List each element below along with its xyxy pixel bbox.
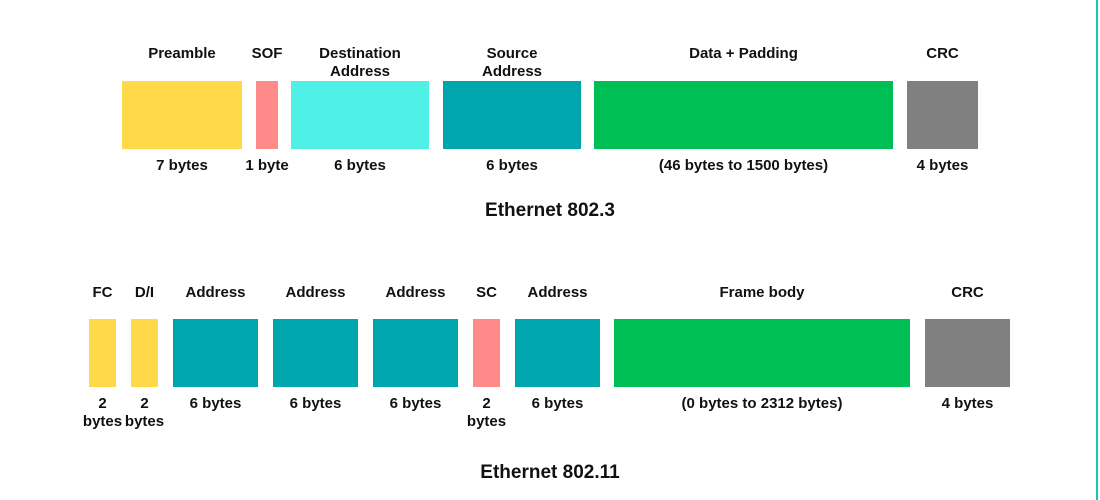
field-size-address-3: 6 bytes <box>189 395 242 412</box>
field-block-address-7 <box>515 319 600 387</box>
field-name-data-padding-5: Data + Padding <box>689 45 798 62</box>
field-block-address-5 <box>373 319 458 387</box>
ethernet-802-3-title: Ethernet 802.3 <box>485 200 615 221</box>
field-size-source-address-4: 6 bytes <box>486 157 538 174</box>
field-name-address-5: Address <box>385 284 446 301</box>
field-block-d-i-2 <box>131 319 158 387</box>
field-size-frame-body-8: (0 bytes to 2312 bytes) <box>681 395 843 412</box>
right-border-line <box>1096 0 1098 500</box>
field-size-sof-2: 1 byte <box>245 157 289 174</box>
field-block-source-address-4 <box>443 81 581 149</box>
field-name-address-4: Address <box>285 284 346 301</box>
field-name-source-address-4: Source Address <box>481 45 543 80</box>
field-block-sof-2 <box>256 81 278 149</box>
ethernet-802-11-title: Ethernet 802.11 <box>480 462 620 483</box>
field-name-address-3: Address <box>185 284 246 301</box>
field-block-crc-6 <box>907 81 978 149</box>
field-size-destination-address-3: 6 bytes <box>334 157 386 174</box>
field-name-fc-1: FC <box>92 284 113 301</box>
field-size-address-7: 6 bytes <box>531 395 584 412</box>
field-size-preamble-1: 7 bytes <box>156 157 208 174</box>
field-name-sc-6: SC <box>476 284 497 301</box>
field-name-sof-2: SOF <box>251 45 283 62</box>
field-size-d-i-2: 2 bytes <box>124 395 165 430</box>
field-size-sc-6: 2 bytes <box>466 395 507 430</box>
field-name-frame-body-8: Frame body <box>719 284 805 301</box>
field-size-fc-1: 2 bytes <box>82 395 123 430</box>
field-size-crc-6: 4 bytes <box>916 157 969 174</box>
field-block-crc-9 <box>925 319 1010 387</box>
field-block-preamble-1 <box>122 81 242 149</box>
field-block-address-3 <box>173 319 258 387</box>
field-name-address-7: Address <box>527 284 588 301</box>
field-block-destination-address-3 <box>291 81 429 149</box>
field-block-data-padding-5 <box>594 81 893 149</box>
field-block-sc-6 <box>473 319 500 387</box>
field-name-destination-address-3: Destination Address <box>319 45 401 80</box>
field-size-address-5: 6 bytes <box>389 395 442 412</box>
field-block-fc-1 <box>89 319 116 387</box>
field-block-address-4 <box>273 319 358 387</box>
field-name-crc-9: CRC <box>951 284 984 301</box>
field-name-preamble-1: Preamble <box>148 45 216 62</box>
field-name-crc-6: CRC <box>926 45 959 62</box>
field-name-d-i-2: D/I <box>134 284 155 301</box>
field-block-frame-body-8 <box>614 319 910 387</box>
field-size-address-4: 6 bytes <box>289 395 342 412</box>
field-size-data-padding-5: (46 bytes to 1500 bytes) <box>658 157 829 174</box>
field-size-crc-9: 4 bytes <box>941 395 994 412</box>
